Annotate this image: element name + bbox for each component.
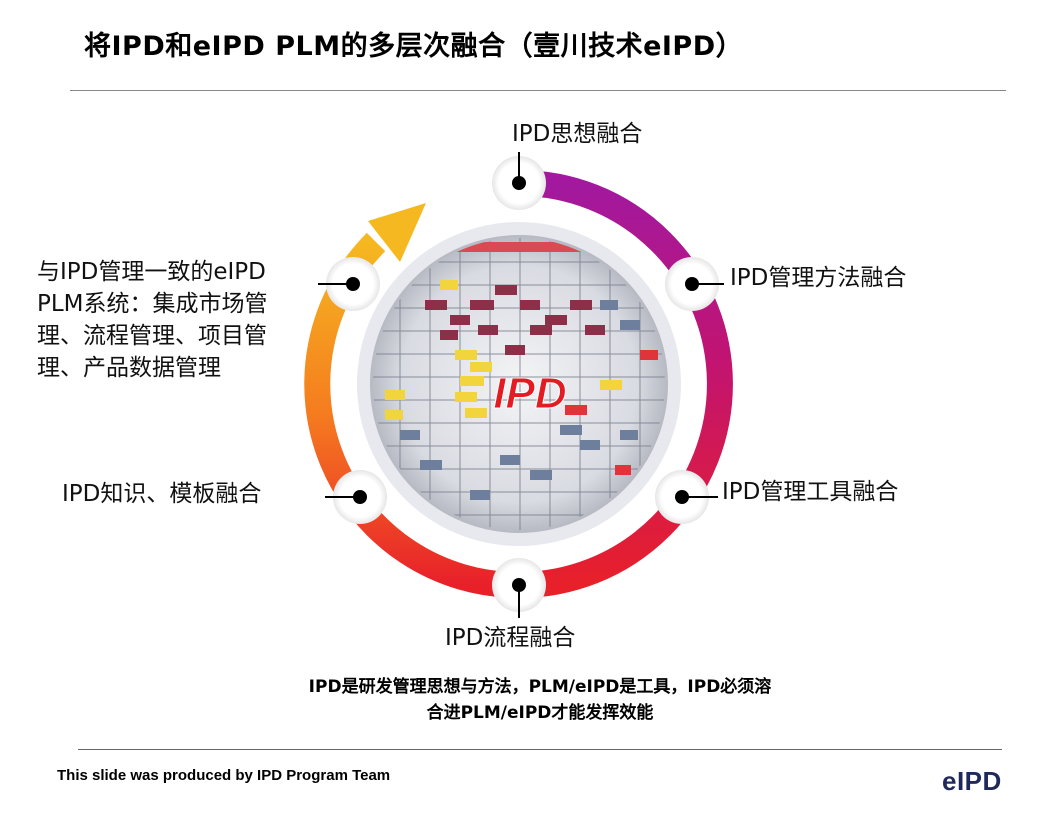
label-method: IPD管理方法融合	[730, 265, 907, 291]
node-tool-marker	[655, 470, 718, 524]
center-label: IPD	[493, 369, 566, 418]
node-thought-marker	[492, 152, 546, 210]
title-divider	[70, 90, 1006, 91]
eipd-logo: eIPD	[942, 766, 1002, 796]
label-knowledge: IPD知识、模板融合	[62, 481, 262, 507]
label-tool: IPD管理工具融合	[722, 479, 899, 505]
node-method-marker	[665, 257, 724, 311]
footer-credit: This slide was produced by IPD Program T…	[57, 767, 391, 784]
label-process: IPD流程融合	[445, 625, 576, 651]
footer-divider	[78, 749, 1002, 750]
summary-line-2: 合进PLM/eIPD才能发挥效能	[426, 703, 654, 723]
node-plm-marker	[318, 257, 380, 311]
summary-line-1: IPD是研发管理思想与方法，PLM/eIPD是工具，IPD必须溶	[308, 677, 772, 697]
center-schematic	[373, 238, 665, 530]
ring-right-arc	[518, 170, 733, 598]
node-process-marker	[492, 558, 546, 618]
ring-arrow-head	[368, 203, 426, 262]
node-knowledge-marker	[325, 470, 387, 524]
page-title: 将IPD和eIPD PLM的多层次融合（壹川技术eIPD）	[84, 31, 744, 62]
label-thought: IPD思想融合	[512, 121, 643, 147]
label-plm: 与IPD管理一致的eIPD PLM系统：集成市场管理、流程管理、项目管理、产品数…	[37, 259, 268, 381]
summary-text: IPD是研发管理思想与方法，PLM/eIPD是工具，IPD必须溶 合进PLM/e…	[240, 674, 840, 726]
